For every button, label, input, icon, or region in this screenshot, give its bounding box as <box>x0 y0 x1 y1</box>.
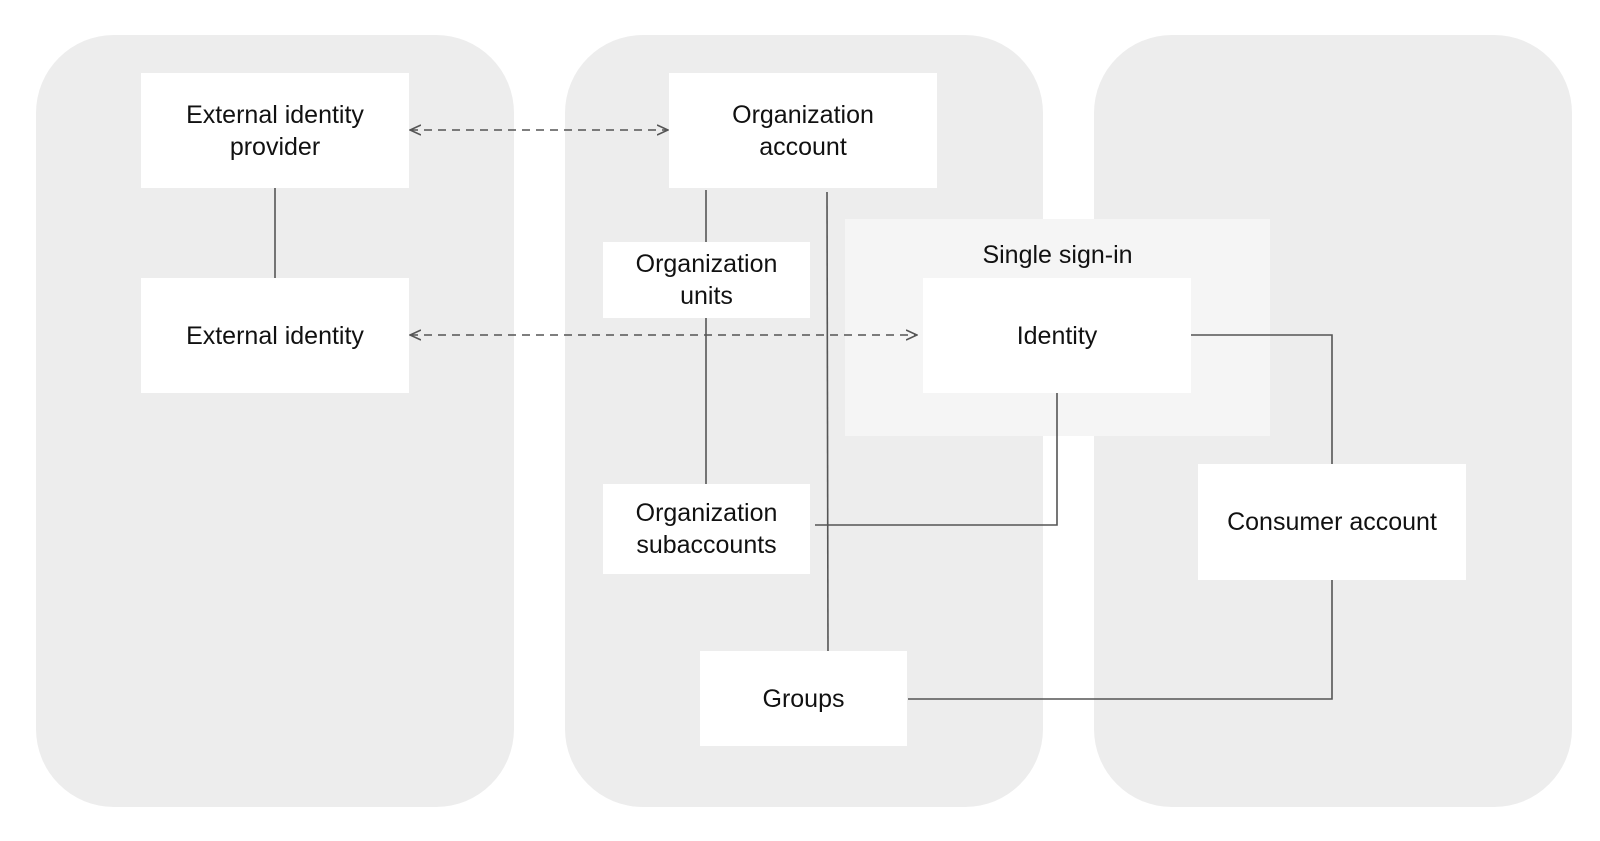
organization-units-label: Organization units <box>635 250 778 310</box>
consumer-account-node: Consumer account <box>1198 464 1466 580</box>
groups-label: Groups <box>762 684 845 713</box>
identity-label: Identity <box>1016 321 1098 350</box>
organization-account-label: Organization account <box>732 100 874 161</box>
groups-node: Groups <box>700 651 907 746</box>
external-identity-node: External identity <box>141 278 409 393</box>
edge-identity-subaccounts <box>815 393 1058 526</box>
external-identity-provider-node: External identity provider <box>141 73 409 188</box>
organization-subaccounts-node: Organization subaccounts <box>603 484 810 574</box>
edge-consumer-groups <box>908 580 1333 700</box>
single-sign-in-label: Single sign-in <box>982 241 1133 269</box>
consumer-account-label: Consumer account <box>1227 508 1437 536</box>
identity-node: Identity <box>923 278 1191 393</box>
edge-identity-consumer <box>1191 334 1333 464</box>
edge-orgaccount-groups <box>826 191 829 652</box>
external-identity-label: External identity <box>186 321 364 350</box>
external-identity-provider-label: External identity provider <box>186 100 364 161</box>
organization-units-node: Organization units <box>603 242 810 318</box>
organization-subaccounts-label: Organization subaccounts <box>635 499 778 559</box>
single-sign-in-group: Single sign-in <box>845 219 1270 436</box>
organization-account-node: Organization account <box>669 73 937 188</box>
